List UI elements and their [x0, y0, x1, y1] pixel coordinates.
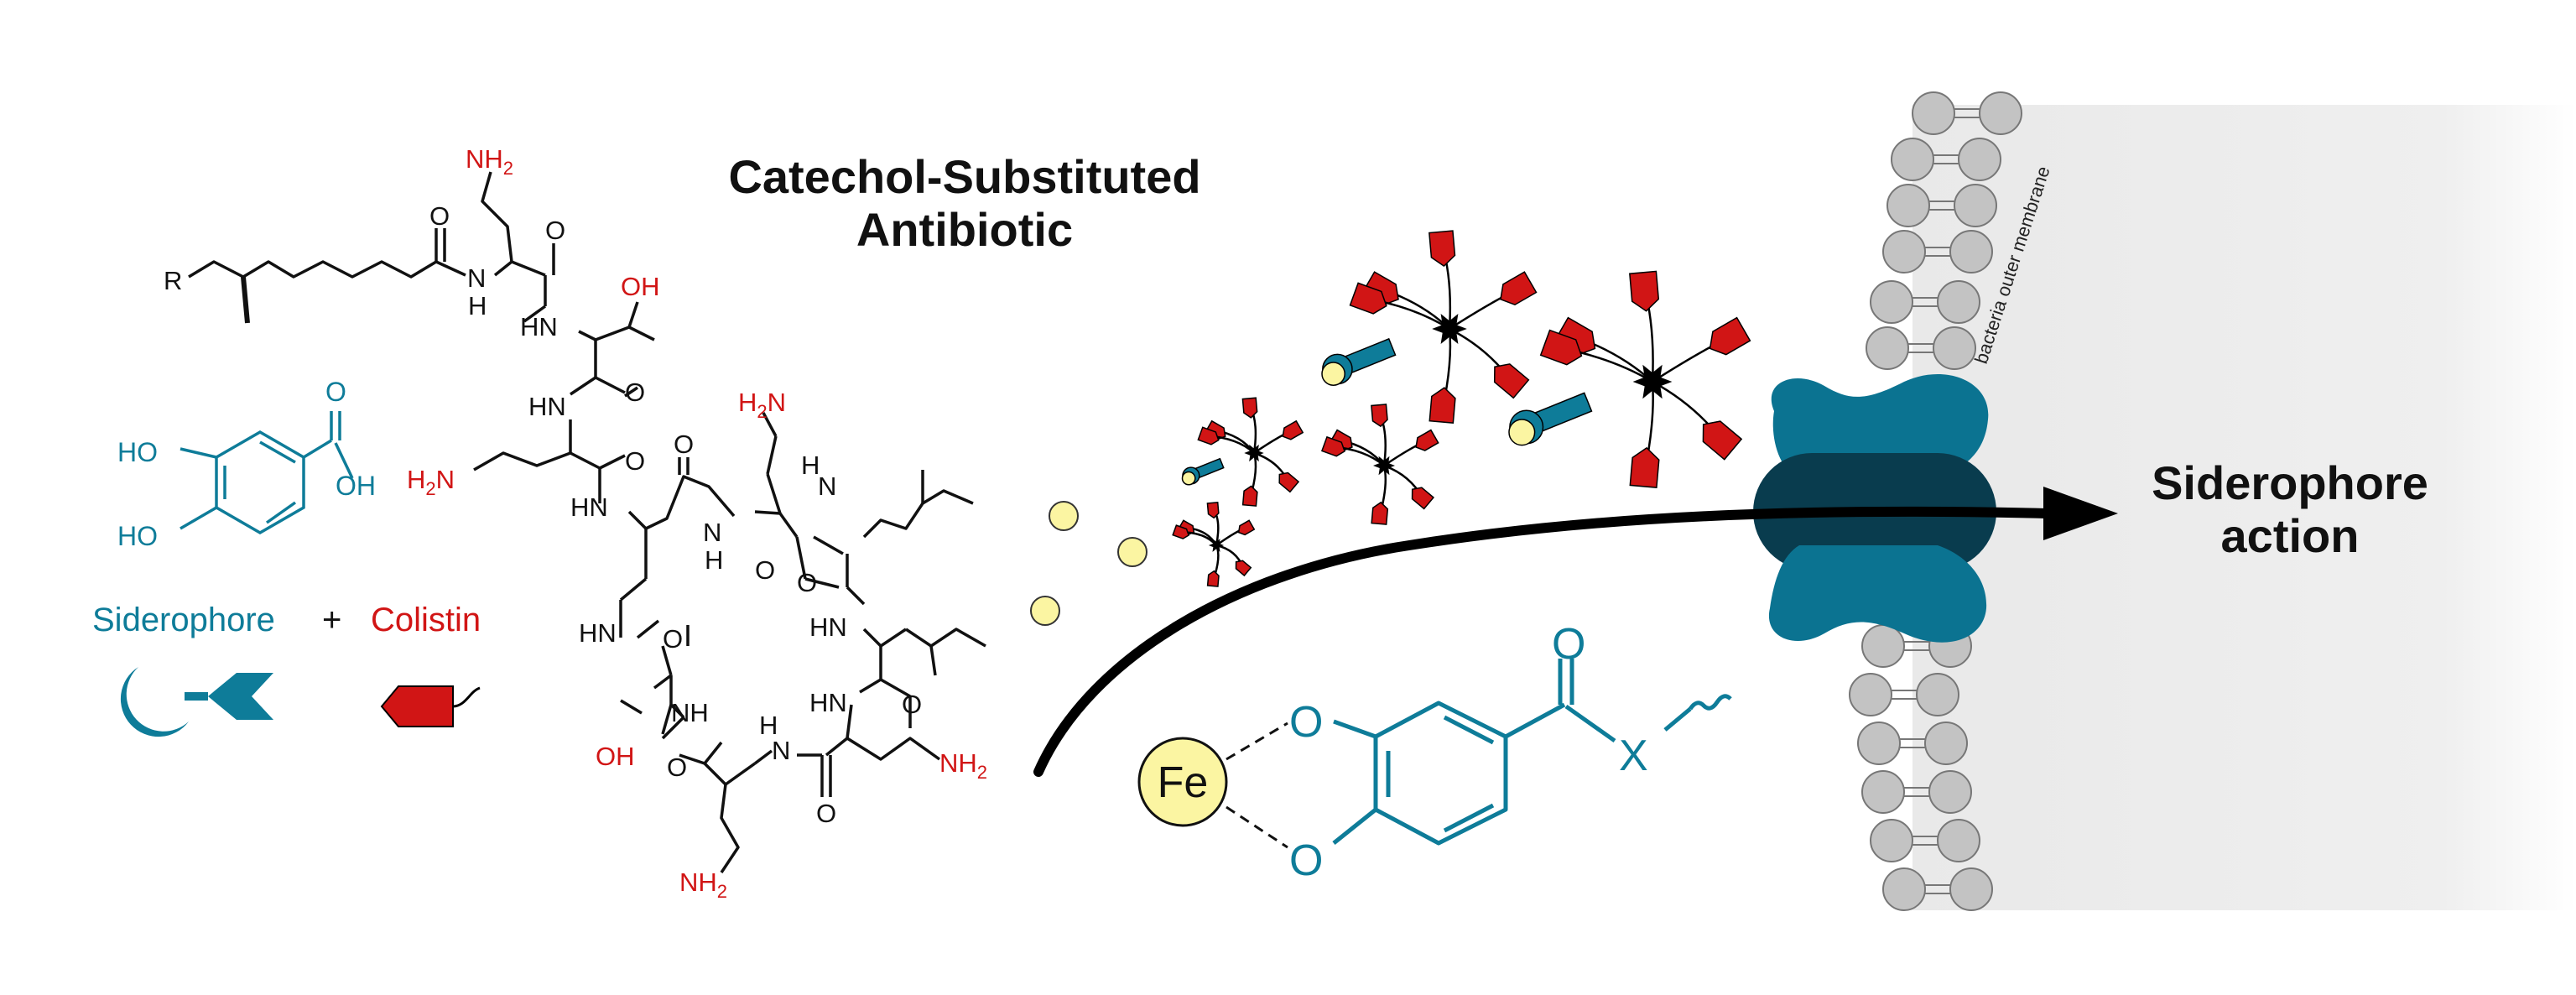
lipid-pair [1866, 326, 1976, 370]
lipid-pair [1886, 184, 1997, 227]
iron-dot [1049, 501, 1079, 531]
atom-label: N [818, 471, 836, 501]
atom-label: OH [621, 272, 660, 301]
siderophore-colistin-conjugate [1508, 270, 1751, 488]
page-title: Catechol-Substituted Antibiotic [671, 150, 1258, 256]
lipid-pair [1849, 673, 1959, 716]
legend-plus: + [322, 602, 341, 638]
atom-label: N [467, 263, 486, 293]
atom-label: R [164, 266, 182, 295]
lipid-pair [1882, 230, 1993, 273]
conjugate-clusters [1172, 230, 1751, 587]
result-line-1: Siderophore [2152, 456, 2428, 509]
siderophore-icon [120, 667, 273, 737]
siderophore-colistin-conjugate [1181, 397, 1304, 507]
atom-label: NH2 [466, 144, 513, 179]
lipid-pair [1882, 867, 1993, 911]
siderophore-colistin-conjugate [1321, 230, 1538, 424]
fe-catecholate-complex: Fe O O O X [1137, 620, 1732, 885]
atom-label: O [1552, 620, 1585, 669]
atom-label: H [705, 545, 723, 575]
atom-label: HN [520, 312, 558, 341]
atom-label: O [674, 430, 694, 459]
lipid-pair [1861, 770, 1972, 814]
atom-label: O [545, 216, 565, 245]
atom-label: NH2 [679, 867, 727, 902]
atom-label: H [759, 711, 778, 740]
colistin-structure [188, 171, 986, 873]
atom-label: O [429, 201, 450, 231]
atom-label: O [1289, 836, 1323, 885]
arrow-curve [1033, 506, 2052, 777]
arrow-head [2043, 487, 2118, 540]
iron-label: Fe [1158, 758, 1209, 807]
atom-label: HO [117, 521, 158, 551]
title-line-1: Catechol-Substituted [728, 150, 1201, 203]
iron-particles [1030, 501, 1147, 626]
tail-line [452, 686, 481, 708]
legend: Siderophore + Colistin [92, 602, 481, 737]
atom-label: O [1289, 698, 1323, 747]
lipid-bilayer [1849, 91, 2022, 911]
atom-label: NH2 [939, 748, 987, 783]
atom-label: O [663, 624, 683, 654]
atom-label: HN [570, 492, 608, 522]
atom-label: N [772, 736, 790, 765]
result-line-2: action [2220, 508, 2360, 562]
atom-label: H [801, 451, 820, 480]
atom-label: O [625, 378, 645, 407]
iron-dot [1030, 596, 1060, 626]
membrane-interior [1912, 105, 2576, 910]
iron-dot [1117, 537, 1147, 567]
legend-colistin-label: Colistin [371, 602, 481, 638]
chevron-shape [208, 673, 273, 720]
atom-label: O [667, 753, 687, 782]
colistin-icon [380, 685, 481, 727]
outer-membrane: bacteria outer membrane [1849, 91, 2576, 911]
atom-label: O [625, 446, 645, 476]
lipid-pair [1870, 819, 1980, 862]
dhba-structure [180, 411, 354, 535]
atom-label: HO [117, 437, 158, 467]
siderophore-colistin-conjugate [1320, 404, 1439, 525]
iron-atom [1137, 737, 1228, 827]
atom-label: O [816, 799, 836, 828]
atom-label: H2N [407, 465, 455, 499]
porin-bottom-lobe [1768, 545, 1987, 643]
result-label: Siderophore action [2114, 456, 2466, 562]
title-line-2: Antibiotic [856, 202, 1074, 256]
dhba-labels: HO HO O OH [117, 377, 376, 551]
atom-label: O [797, 568, 817, 597]
atom-label: O [755, 555, 775, 585]
atom-label: HN [809, 688, 847, 717]
atom-label: H [468, 291, 487, 320]
pentagon-shape [380, 685, 454, 727]
atom-label: HN [809, 612, 847, 642]
legend-siderophore-label: Siderophore [92, 602, 275, 638]
atom-label: HN [528, 392, 566, 421]
crescent-shape [120, 667, 189, 737]
lipid-pair [1912, 91, 2022, 135]
lipid-pair [1891, 138, 2001, 181]
atom-label: X [1619, 732, 1648, 780]
lipid-pair [1870, 280, 1980, 324]
atom-label: OH [336, 471, 376, 501]
porin-top-lobe [1771, 373, 1989, 478]
atom-label: N [703, 518, 721, 547]
atom-label: OH [596, 742, 635, 771]
atom-label: NH [671, 698, 709, 727]
lipid-pair [1857, 722, 1968, 765]
atom-label: O [325, 377, 346, 407]
atom-label: H2N [738, 388, 786, 422]
atom-label: HN [579, 618, 617, 648]
uptake-arrow [1033, 487, 2118, 777]
atom-label: O [902, 690, 922, 719]
linker-bar [185, 692, 208, 701]
colistin-labels: R O N H NH2 O HN OH O HN H2N O HN O N H … [164, 144, 987, 902]
siderophore-colistin-conjugate [1172, 502, 1256, 587]
